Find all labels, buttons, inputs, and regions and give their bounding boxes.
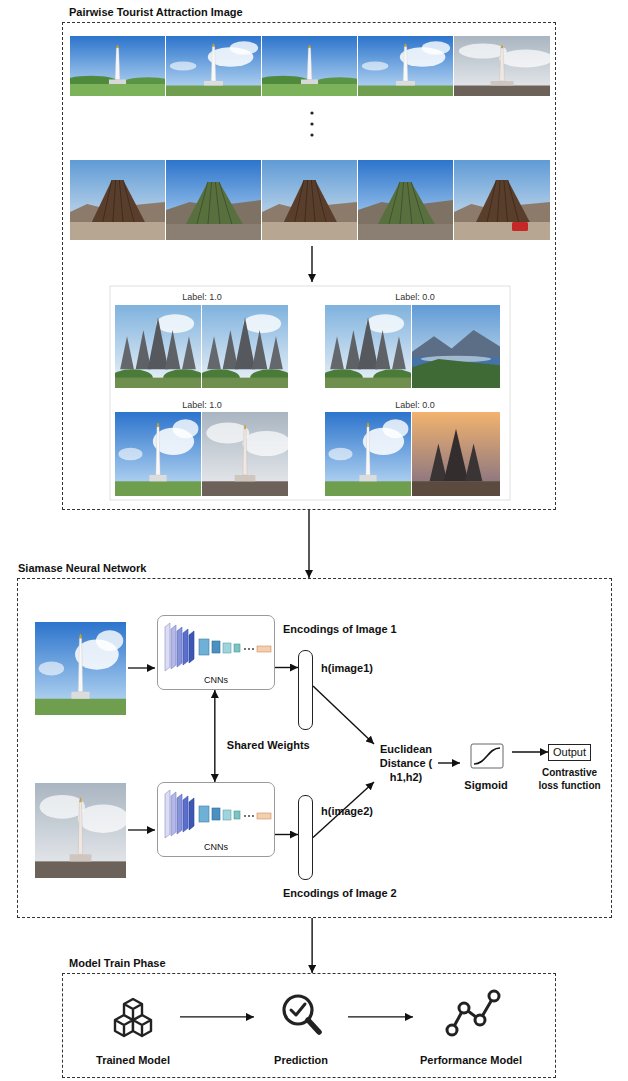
photo [166,160,261,240]
pair-label: Label: 0.0 [370,292,460,303]
cnn-box: CNNs [157,615,275,690]
flow-arrow [128,829,155,830]
photo [62,36,174,96]
connector-arrow [308,510,309,578]
photo [112,305,205,388]
node-label: CNNs [158,842,274,853]
node-label: Trained Model [74,1054,192,1067]
ellipsis-dot [310,133,313,136]
connector-arrow [275,667,298,668]
sigmoid-node: Sigmoid [460,742,512,792]
connector-arrow [512,751,548,752]
pair-label: Label: 1.0 [157,292,247,303]
sigmoid-curve [474,748,500,764]
node-label: h(image2) [321,805,373,818]
section-box: Pairwise Tourist Attraction Image [62,22,556,510]
node-label: Encodings of Image 2 [283,887,397,900]
connector-arrow [348,1016,413,1017]
connector-arrow [214,690,215,782]
section-heading: Siamase Neural Network [18,562,146,575]
node-label: Contrastive loss function [533,766,607,792]
photo [35,622,126,715]
photo [115,412,201,496]
photo [199,305,292,388]
photo [35,783,129,878]
edge-label: Shared Weights [225,739,312,752]
flow-arrow [311,246,312,282]
ellipsis-dot [310,122,313,125]
cube-icon [115,999,151,1036]
node-label: Euclidean Distance ( h1,h2) [376,742,436,784]
ellipsis-dot [310,111,313,114]
stage-node: Trained Model [86,985,180,1069]
stage-node: Performance Model [413,985,529,1069]
photo [412,305,500,388]
photo [202,412,291,496]
train-icons [115,991,499,1036]
node-label: h(image1) [321,662,373,675]
node-label: CNNs [158,675,274,686]
photo-grid [62,36,552,500]
photo [358,160,453,240]
encoding-vector: Encodings of Image 1h(image1) [298,650,313,730]
section-heading: Model Train Phase [69,957,166,970]
node-label: Performance Model [401,1054,541,1067]
cnn-fill [158,783,274,856]
section-box: Siamase Neural NetworkCNNsEncodings of I… [17,578,612,918]
output-box: OutputContrastive loss function [548,744,591,761]
node-label: Encodings of Image 1 [283,623,397,636]
connector-arrow [275,834,298,835]
connector-arrow [311,918,312,973]
performance-icon [447,991,499,1035]
photo [254,36,366,96]
photo [358,36,453,96]
photo [325,412,411,496]
pair-label: Label: 1.0 [157,400,247,411]
photo [412,412,500,496]
stage-node: Prediction [254,985,348,1069]
pair-label: Label: 0.0 [370,400,460,411]
flow-arrow [128,667,155,668]
node-label: Sigmoid [454,779,518,792]
connector-arrow [180,1016,254,1017]
distance-node: Euclidean Distance ( h1,h2) [374,738,438,788]
connector-arrow [313,782,374,838]
photo [454,160,550,240]
node-label: Prediction [242,1054,360,1067]
cnn-fill [158,616,274,689]
pair-panel [110,286,510,500]
jeep [512,222,528,231]
photo [262,160,357,240]
connector-arrow [313,686,374,744]
photo [322,305,415,388]
section-box: Model Train PhaseTrained ModelPrediction… [62,973,556,1078]
photo [166,36,261,96]
encoding-vector: h(image2)Encodings of Image 2 [298,795,313,880]
photo [70,160,165,240]
node-label: Output [553,746,586,759]
photo [454,36,553,96]
prediction-icon [284,996,319,1032]
cnn-layers [165,623,271,671]
siamese-illustration [35,616,503,878]
sigmoid-icon [471,744,503,768]
connector-arrow [438,762,460,763]
section-heading: Pairwise Tourist Attraction Image [69,6,243,19]
cnn-layers [165,790,271,838]
cnn-box: CNNs [157,782,275,857]
